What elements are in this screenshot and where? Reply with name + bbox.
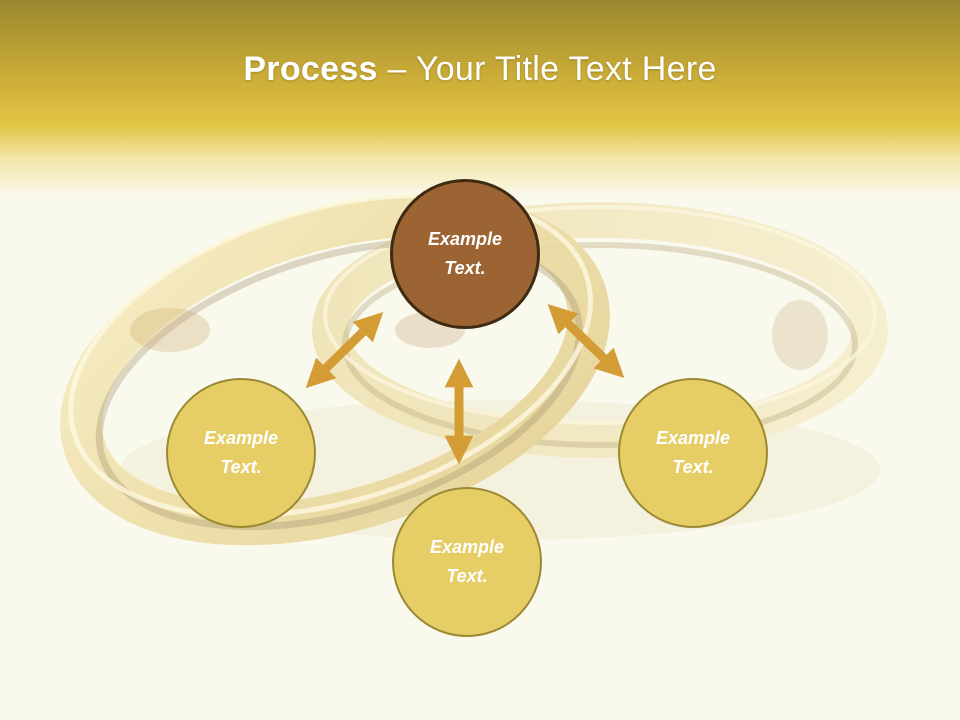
left-node: Example Text. — [166, 378, 316, 528]
arrow-center-left — [305, 311, 384, 389]
right-node: Example Text. — [618, 378, 768, 528]
right-node-line2: Text. — [672, 457, 714, 477]
center-node-line1: Example — [427, 229, 503, 249]
center-node: Example Text. — [390, 179, 540, 329]
left-node-line1: Example — [203, 428, 279, 448]
bottom-node: Example Text. — [392, 487, 542, 637]
header-band — [0, 0, 960, 200]
left-node-line2: Text. — [220, 457, 262, 477]
bottom-node-line2: Text. — [446, 566, 488, 586]
center-node-line2: Text. — [444, 258, 486, 278]
title-bold-part: Process — [243, 50, 378, 88]
title-rest-part: – Your Title Text Here — [377, 50, 717, 88]
slide-title: Process – Your Title Text Here — [0, 50, 960, 89]
arrow-center-right — [547, 304, 625, 378]
right-node-line1: Example — [655, 428, 731, 448]
bottom-node-line1: Example — [429, 537, 505, 557]
